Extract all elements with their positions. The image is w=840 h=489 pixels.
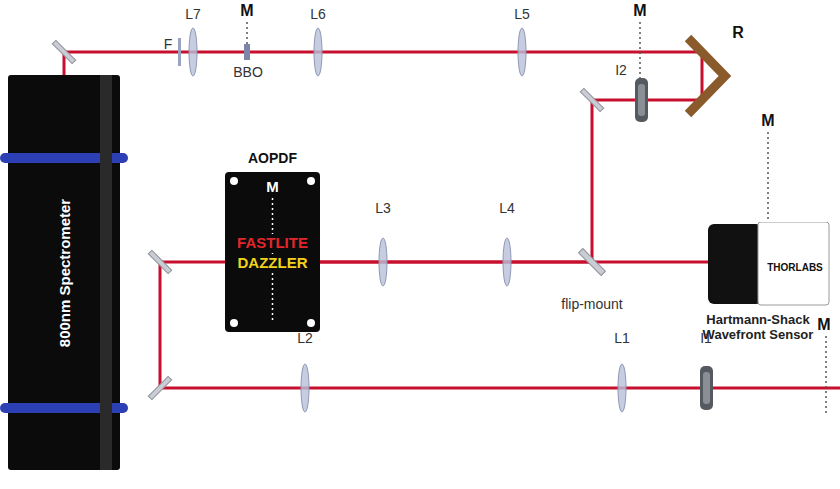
spectrometer-box: 800nm Spectrometer [8, 75, 120, 470]
part-label: L7 [185, 6, 201, 22]
plane-marker: M [633, 2, 646, 20]
lens [379, 238, 387, 286]
plane-marker: M [761, 112, 774, 130]
part-label: I1 [700, 330, 712, 346]
retroreflector [688, 38, 725, 114]
plane-line [825, 336, 827, 414]
part-label: flip-mount [561, 296, 622, 312]
device-name: 800nm Spectrometer [56, 198, 73, 346]
wavefront-sensor: MTHORLABSHartmann-Shack Wavefront Sensor [708, 222, 830, 306]
part-label: L3 [375, 200, 391, 216]
part-label: L5 [514, 6, 530, 22]
iris [638, 84, 645, 116]
filter [178, 38, 181, 66]
lens [301, 364, 309, 412]
screw-dot [230, 319, 238, 327]
lens [518, 28, 526, 76]
plane-line [767, 132, 769, 222]
screw-dot [307, 177, 315, 185]
product-name: DAZZLER [237, 254, 309, 271]
device-heading: AOPDF [248, 150, 297, 166]
mirror [52, 40, 75, 63]
laser-beam [64, 52, 702, 262]
side-shade [100, 75, 112, 470]
aopdf-box: AOPDFMFASTLITEDAZZLER [225, 172, 320, 332]
part-label: F [164, 36, 173, 52]
aopdf-details [225, 172, 320, 332]
plane-marker: M [264, 178, 281, 195]
sensor-housing [758, 222, 829, 305]
part-label: L6 [310, 6, 326, 22]
mirror [580, 88, 603, 111]
iris [700, 366, 713, 410]
part-label: BBO [233, 64, 263, 80]
iris [703, 372, 710, 404]
flip-mirror [579, 249, 606, 276]
lens [618, 364, 626, 412]
screw-dot [230, 177, 238, 185]
lens [189, 28, 197, 76]
plane-line [639, 22, 641, 78]
part-label: L2 [297, 330, 313, 346]
screw-dot [307, 319, 315, 327]
part-label: I2 [615, 62, 627, 78]
part-label: L1 [614, 330, 630, 346]
brand-name: THORLABS [767, 262, 823, 273]
plane-marker: R [732, 24, 744, 42]
part-label: L4 [499, 200, 515, 216]
mirror [148, 250, 171, 273]
plane-marker: M [817, 316, 830, 334]
lens [503, 238, 511, 286]
bbo-crystal [244, 44, 250, 60]
mirror [148, 376, 171, 399]
brand-name: FASTLITE [236, 234, 309, 251]
plane-marker: M [240, 2, 253, 20]
sensor-front [708, 224, 762, 304]
iris [635, 78, 648, 122]
lens [314, 28, 322, 76]
